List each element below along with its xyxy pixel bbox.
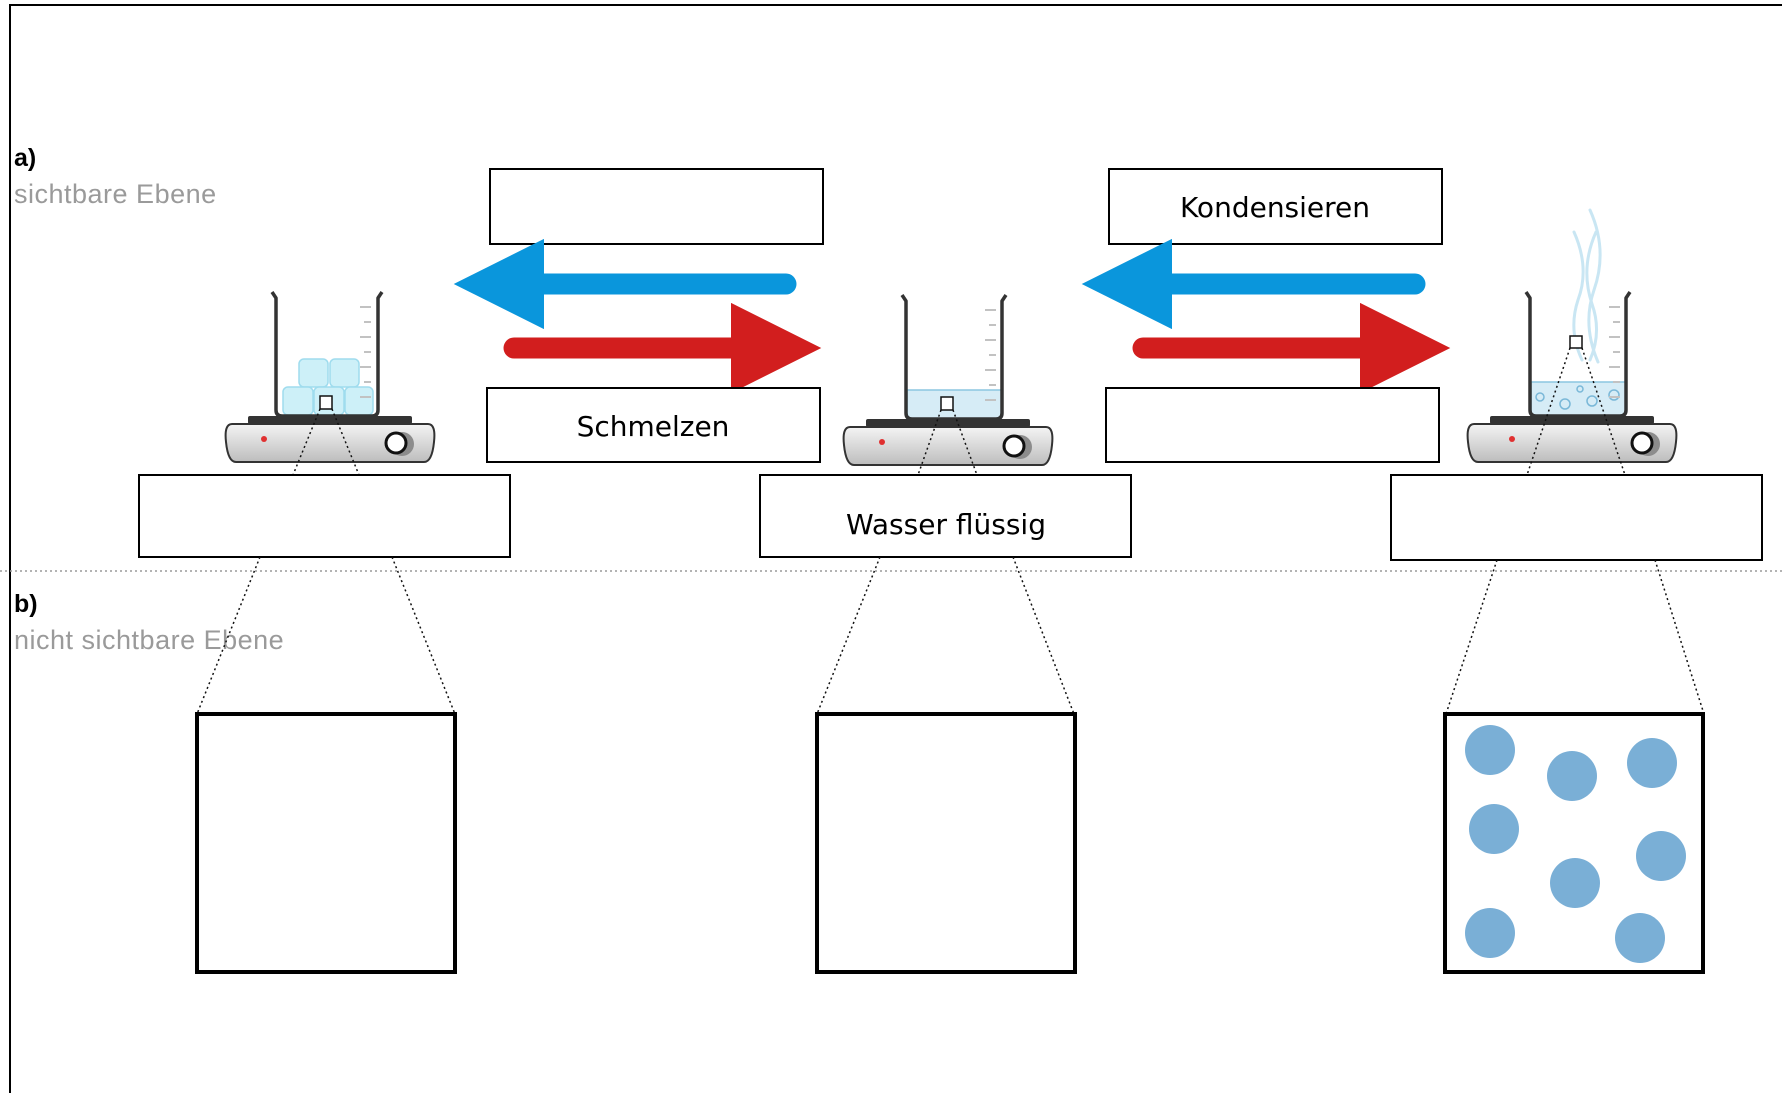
visible-level-name: sichtbare Ebene [14, 179, 217, 209]
state-gas-box[interactable] [1390, 474, 1763, 561]
gas-particle [1615, 913, 1665, 963]
hot-plate-icon [224, 416, 436, 463]
gas-particle [1465, 908, 1515, 958]
transition-2-top-box[interactable] [1108, 168, 1443, 245]
particle-panel-liquid[interactable] [815, 712, 1077, 974]
transition-1-bottom-label: Schmelzen [577, 410, 730, 443]
particle-panel-solid[interactable] [195, 712, 457, 974]
gas-particles [1465, 725, 1686, 963]
hot-plate-icon [842, 419, 1054, 466]
gas-particle [1627, 738, 1677, 788]
gas-particle [1465, 725, 1515, 775]
state-liquid-label: Wasser flüssig [846, 508, 1046, 541]
transition-1-bottom-box[interactable] [486, 387, 821, 463]
transition-2-top-label: Kondensieren [1180, 191, 1370, 224]
invisible-level-name: nicht sichtbare Ebene [14, 625, 284, 655]
visible-level-letter: a) [14, 144, 36, 172]
apparatus-solid [224, 291, 436, 476]
apparatus-gas [1466, 208, 1678, 476]
state-solid-box[interactable] [138, 474, 511, 558]
zoom-lines [196, 556, 1705, 715]
transition-1-top-box[interactable] [489, 168, 824, 245]
state-liquid-box[interactable] [759, 474, 1132, 558]
invisible-level-letter: b) [14, 590, 38, 618]
gas-particle [1550, 858, 1600, 908]
frame [9, 4, 1782, 1093]
gas-particle [1547, 751, 1597, 801]
liquid-water [906, 389, 1003, 420]
hot-plate-icon [1466, 416, 1678, 463]
gas-particle [1636, 831, 1686, 881]
apparatus-liquid [842, 294, 1054, 476]
transition-2-bottom-box[interactable] [1105, 387, 1440, 463]
bubbles [1535, 385, 1620, 410]
gas-particle [1469, 804, 1519, 854]
